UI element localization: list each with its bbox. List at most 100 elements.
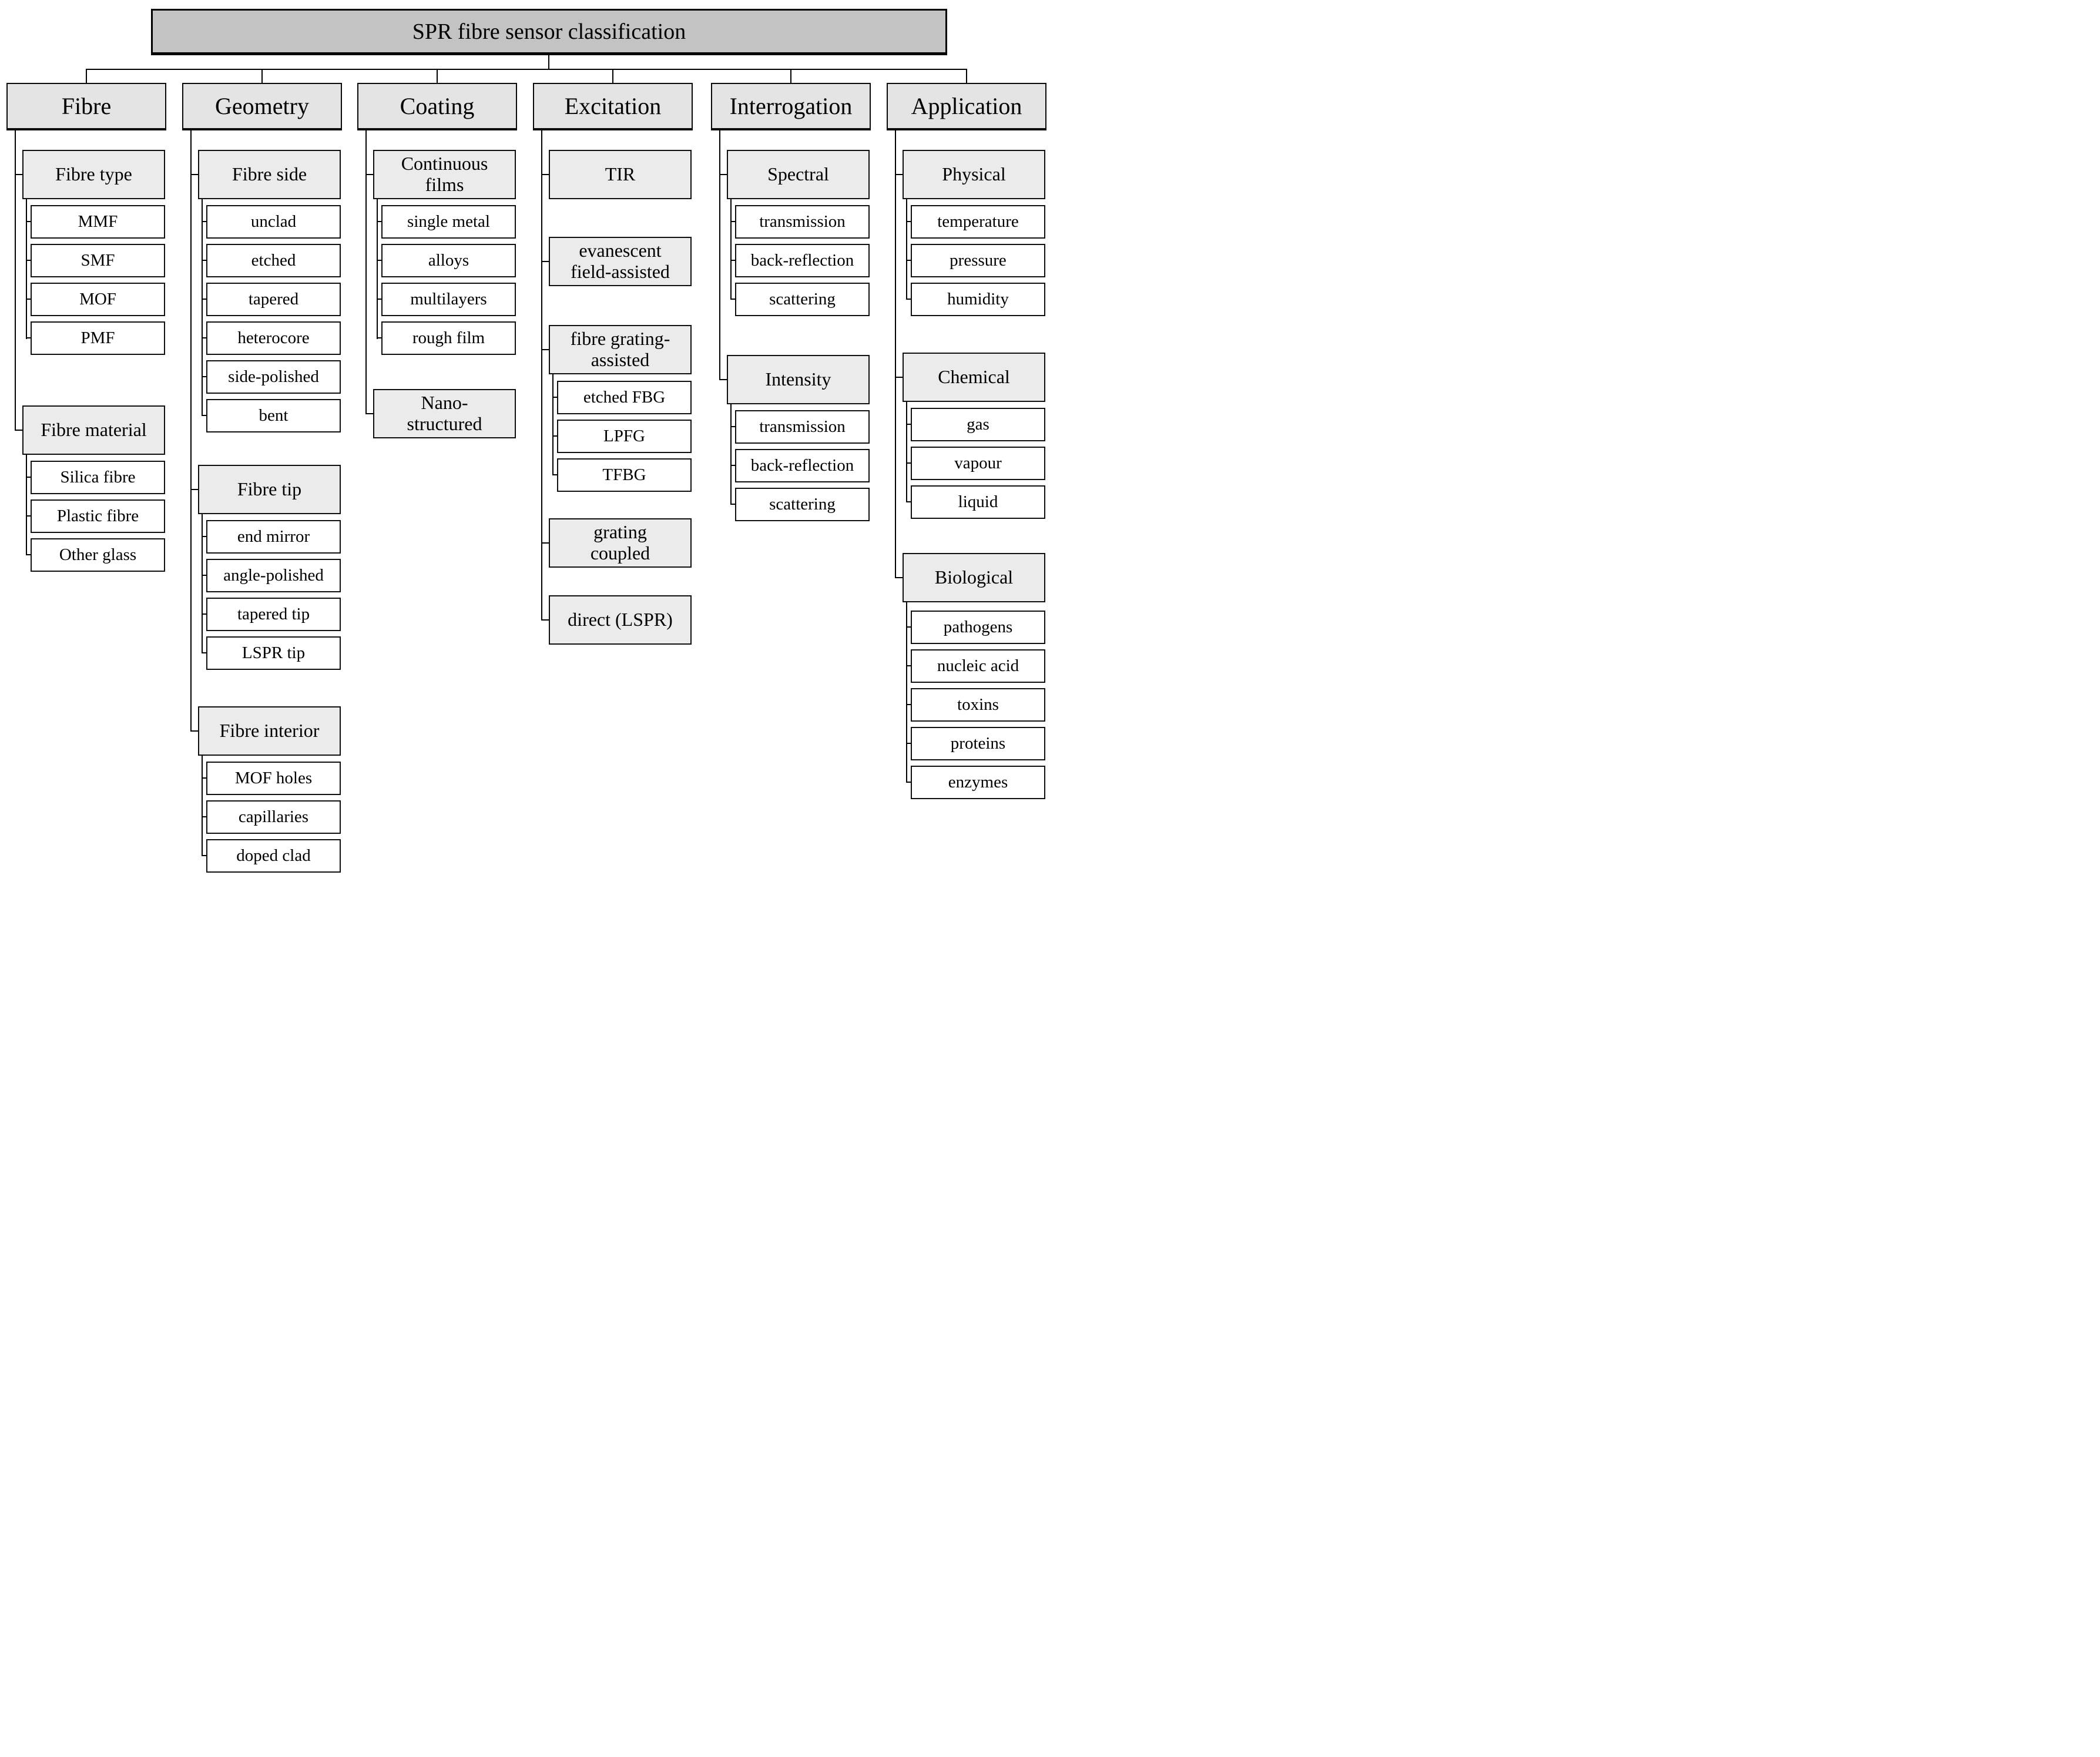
leaf-pressure: pressure (911, 244, 1045, 277)
leaf-intensity-back-reflection: back-reflection (735, 449, 870, 482)
connector-line (548, 55, 549, 70)
connector-line (906, 626, 912, 628)
connector-line (202, 575, 207, 576)
connector-line (377, 337, 383, 338)
column-header-fibre: Fibre (6, 83, 166, 130)
connector-line (202, 855, 207, 856)
leaf-single-metal: single metal (381, 205, 516, 239)
leaf-bent: bent (206, 399, 341, 432)
leaf-spectral-back-reflection: back-reflection (735, 244, 870, 277)
leaf-angle-polished: angle-polished (206, 559, 341, 592)
connector-line (190, 174, 199, 175)
leaf-side-polished: side-polished (206, 360, 341, 394)
leaf-spectral-scattering: scattering (735, 283, 870, 316)
group-tir: TIR (549, 150, 692, 199)
leaf-unclad: unclad (206, 205, 341, 239)
connector-line (552, 397, 558, 398)
connector-line (906, 260, 912, 261)
group-fibre-type: Fibre type (22, 150, 165, 199)
connector-line (906, 704, 912, 705)
connector-line (552, 474, 558, 475)
connector-line (906, 462, 912, 464)
connector-line (26, 554, 32, 555)
connector-line (730, 299, 736, 300)
group-intensity: Intensity (727, 355, 870, 404)
leaf-gas: gas (911, 408, 1045, 441)
leaf-humidity: humidity (911, 283, 1045, 316)
connector-line (790, 69, 791, 84)
connector-line (202, 415, 207, 416)
leaf-etched-fbg: etched FBG (557, 381, 692, 414)
connector-line (895, 130, 896, 578)
leaf-alloys: alloys (381, 244, 516, 277)
leaf-toxins: toxins (911, 688, 1045, 722)
connector-line (15, 174, 24, 175)
group-chemical: Chemical (903, 353, 1045, 402)
connector-line (202, 260, 207, 261)
connector-line (730, 260, 736, 261)
connector-line (541, 130, 542, 621)
connector-line (86, 69, 87, 84)
connector-line (202, 536, 207, 537)
leaf-lpfg: LPFG (557, 420, 692, 453)
connector-line (202, 816, 207, 817)
connector-line (261, 69, 263, 84)
connector-line (895, 377, 904, 378)
connector-line (26, 260, 32, 261)
connector-line (377, 260, 383, 261)
connector-line (26, 337, 32, 338)
leaf-pmf: PMF (31, 321, 165, 355)
connector-line (719, 174, 728, 175)
column-header-coating: Coating (357, 83, 517, 130)
leaf-end-mirror: end mirror (206, 520, 341, 554)
leaf-enzymes: enzymes (911, 766, 1045, 799)
connector-line (190, 730, 199, 732)
leaf-doped-clad: doped clad (206, 839, 341, 873)
connector-line (377, 221, 383, 222)
connector-line (365, 130, 367, 414)
connector-line (895, 577, 904, 578)
connector-line (377, 199, 378, 339)
connector-line (15, 430, 24, 431)
connector-line (26, 221, 32, 222)
leaf-intensity-transmission: transmission (735, 410, 870, 444)
connector-line (437, 69, 438, 84)
connector-line (26, 515, 32, 517)
connector-line (202, 299, 207, 300)
connector-line (906, 299, 912, 300)
connector-line (202, 221, 207, 222)
connector-line (906, 424, 912, 425)
leaf-temperature: temperature (911, 205, 1045, 239)
connector-line (190, 489, 199, 490)
group-fibre-grating-assisted: fibre grating-assisted (549, 325, 692, 374)
connector-line (202, 652, 207, 653)
connector-line (719, 379, 728, 380)
group-grating-coupled: grating coupled (549, 518, 692, 568)
leaf-tfbg: TFBG (557, 458, 692, 492)
connector-line (552, 374, 553, 475)
connector-line (552, 435, 558, 437)
leaf-capillaries: capillaries (206, 800, 341, 834)
column-header-excitation: Excitation (533, 83, 693, 130)
leaf-tapered: tapered (206, 283, 341, 316)
connector-line (730, 404, 732, 505)
connector-line (612, 69, 613, 84)
group-fibre-tip: Fibre tip (198, 465, 341, 514)
connector-line (906, 602, 907, 783)
connector-line (202, 514, 203, 653)
leaf-lspr-tip: LSPR tip (206, 636, 341, 670)
leaf-mof: MOF (31, 283, 165, 316)
connector-line (365, 413, 374, 414)
connector-line (202, 376, 207, 377)
connector-line (202, 756, 203, 856)
connector-line (541, 619, 550, 621)
connector-line (365, 174, 374, 175)
connector-line (730, 426, 736, 427)
classification-diagram: SPR fibre sensor classification Fibre Ge… (0, 0, 1050, 878)
connector-line (26, 299, 32, 300)
column-header-geometry: Geometry (182, 83, 342, 130)
group-nano-structured: Nano-structured (373, 389, 516, 438)
connector-line (202, 199, 203, 416)
connector-line (730, 199, 732, 300)
leaf-spectral-transmission: transmission (735, 205, 870, 239)
